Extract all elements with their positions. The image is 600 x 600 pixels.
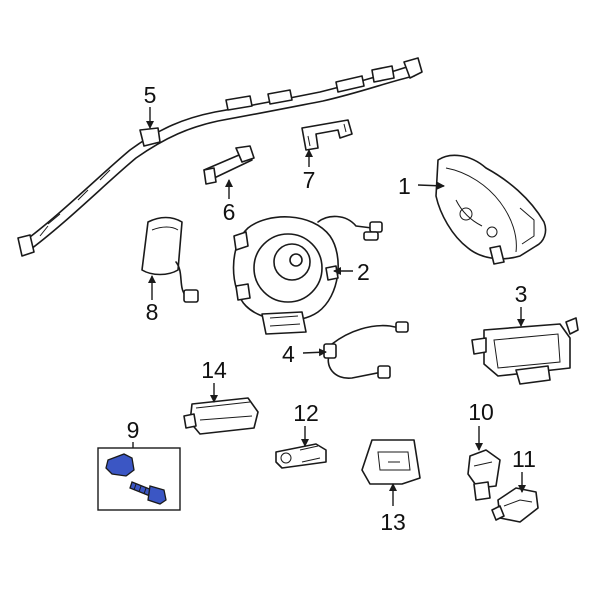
callout-3: 3: [515, 281, 528, 307]
knee-airbag-part[interactable]: [141, 216, 199, 303]
leader-4: [302, 348, 327, 357]
bracket-part-13[interactable]: [361, 439, 421, 485]
callout-12: 12: [293, 400, 319, 426]
callout-8: 8: [146, 299, 159, 325]
bracket-part-6[interactable]: [203, 145, 255, 185]
callout-14: 14: [201, 357, 227, 383]
part-9-detail-box[interactable]: [97, 447, 181, 511]
sensor-part-10[interactable]: [467, 449, 501, 501]
callout-5: 5: [144, 82, 157, 108]
leader-1: [417, 181, 445, 190]
callout-11: 11: [512, 446, 536, 472]
callout-7: 7: [303, 167, 316, 193]
callout-9: 9: [127, 417, 140, 443]
callout-13: 13: [380, 509, 406, 535]
highlighted-bolt-head: [147, 485, 167, 505]
driver-airbag-part[interactable]: [435, 154, 547, 265]
highlighted-clip: [105, 453, 135, 477]
callout-1: 1: [398, 173, 411, 199]
airbag-module-part-14[interactable]: [183, 397, 259, 435]
passenger-airbag-part[interactable]: [471, 317, 579, 385]
leader-lines: [132, 107, 526, 506]
sensor-part-11[interactable]: [491, 487, 539, 523]
sensor-part-12[interactable]: [275, 443, 327, 469]
wire-harness-part[interactable]: [323, 321, 409, 379]
callout-2: 2: [357, 259, 370, 285]
bracket-part-7[interactable]: [301, 119, 353, 151]
callout-4: 4: [282, 341, 295, 367]
callout-labels: 1 2 3 4 5 6 7 8 9 10 11 12 13 14: [127, 82, 536, 535]
callout-10: 10: [468, 399, 494, 425]
callout-6: 6: [223, 199, 236, 225]
curtain-airbag-part[interactable]: [17, 57, 423, 257]
